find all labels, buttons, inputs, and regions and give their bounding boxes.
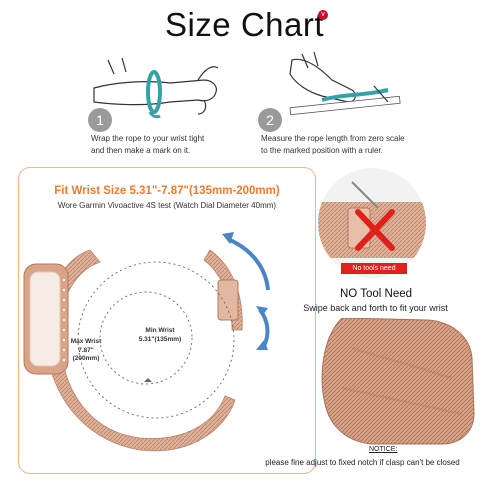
page-title: Size Chart [164,6,325,43]
rope-measure-illustration [289,51,401,116]
step-2-line-1: Measure the rope length from zero scale [261,134,405,143]
max-wrist-label-text: Max Wrist [70,338,102,345]
step-1-line-2: and then make a mark on it. [91,146,191,155]
swipe-instruction: Swipe back and forth to fit your wrist [303,303,448,313]
step-2-line-2: to the marked position with a ruler. [261,146,383,155]
no-tools-stamp: No tools need [341,263,407,274]
step-2-badge: 2 [258,108,282,132]
clasp-closeup-image [318,181,426,258]
fit-size-subtitle: Wore Garmin Vivoactive 4S test (Watch Di… [57,201,277,210]
brand-mark-icon: v [318,10,328,20]
min-wrist-value: 5.31"(135mm) [138,335,182,343]
max-wrist-value-in: 7.87" [78,346,94,354]
min-wrist-label: Min Wrist 5.31"(135mm) [120,327,200,344]
fit-size-panel [18,167,316,474]
watch-band-illustration [23,232,270,452]
fit-size-title: Fit Wrist Size 5.31"-7.87"(135mm-200mm) [54,185,280,197]
no-tool-need-heading: NO Tool Need [339,288,413,300]
step-2-text: Measure the rope length from zero scale … [261,133,461,157]
wrist-wrap-illustration [93,57,219,119]
step-1-badge: 1 [88,108,112,132]
notice-text: please fine adjust to fixed notch if cla… [265,458,460,467]
no-tools-image [318,168,426,278]
max-wrist-label: Max Wrist 7.87" (200mm) [66,338,106,364]
step-1-line-1: Wrap the rope to your wrist tight [91,134,205,143]
step-1-text: Wrap the rope to your wrist tight and th… [91,133,261,157]
max-wrist-value-mm: (200mm) [72,355,100,362]
mesh-band-image [321,318,475,445]
notice-title: NOTICE: [369,446,398,453]
min-wrist-label-text: Min Wrist [145,327,175,334]
